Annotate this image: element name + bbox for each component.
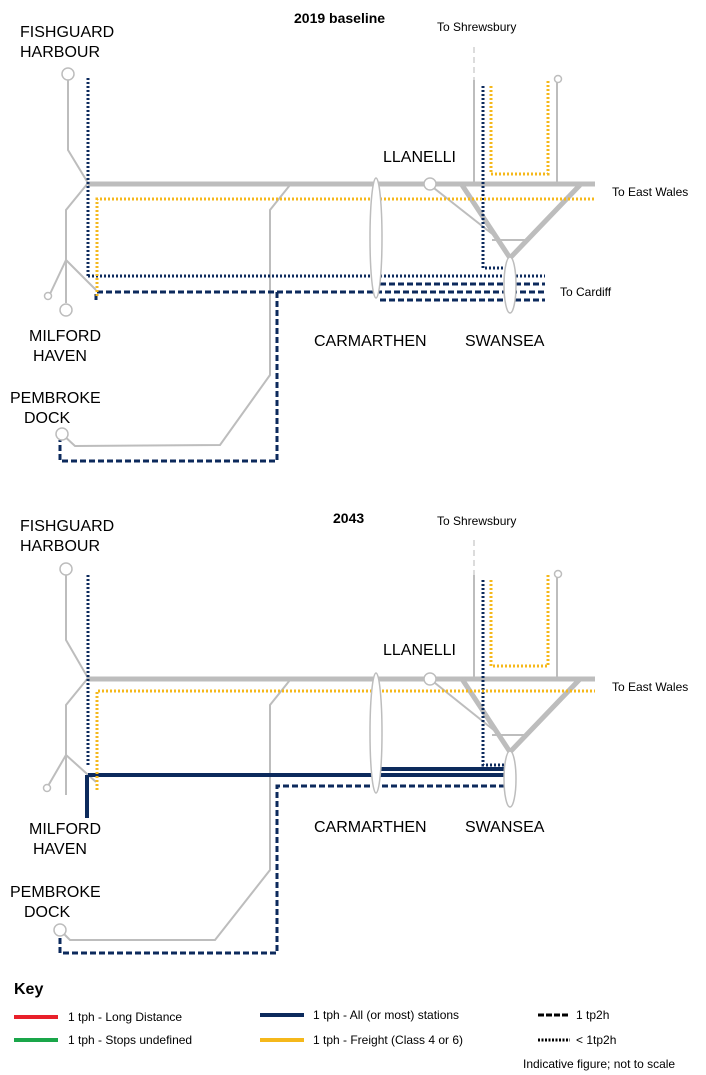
freight-main [95,689,595,790]
label-harbour: HARBOUR [20,44,100,61]
diagram-2019: 2019 baseline [10,10,688,463]
east-branch-station-icon [553,74,563,84]
legend: Key 1 tph - Long Distance 1 tph - Stops … [14,981,675,1071]
label-carmarthen: CARMARTHEN [314,333,427,350]
legend-stops-undefined-label: 1 tph - Stops undefined [68,1033,192,1047]
label-carmarthen: CARMARTHEN [314,819,427,836]
label-haven: HAVEN [33,841,87,858]
shrewsbury-service [481,86,505,270]
label-fishguard: FISHGUARD [20,24,114,41]
base-network [49,47,558,448]
milford-branch [65,182,89,303]
legend-note: Indicative figure; not to scale [523,1057,675,1071]
carmarthen-station-icon [369,177,383,299]
stations [42,562,563,937]
pembroke-station-icon [55,427,69,441]
pembroke-station-icon [53,923,67,937]
swansea-triangle [459,183,582,262]
label-to-cardiff: To Cardiff [560,285,612,299]
llanelli-station-icon [423,177,437,191]
swansea-junction-left [429,678,501,736]
shrewsbury-service [481,580,505,767]
neyland-station-icon [42,783,52,793]
pembroke-branch [61,184,291,448]
label-dock: DOCK [24,904,71,921]
swansea-junction-left [429,184,501,241]
carmarthen-station-icon [369,672,383,794]
label-haven: HAVEN [33,348,87,365]
neyland-branch [65,754,97,783]
label-fishguard: FISHGUARD [20,518,114,535]
label-to-east-wales: To East Wales [612,185,688,199]
milford-spur [49,259,67,295]
neyland-station-icon [43,291,53,301]
pembroke-service [58,784,505,955]
east-branch-station-icon [553,569,563,579]
all-stations-services [58,575,505,955]
legend-all-stations-label: 1 tph - All (or most) stations [313,1008,459,1022]
llanelli-station-icon [423,672,437,686]
label-swansea: SWANSEA [465,333,545,350]
label-swansea: SWANSEA [465,819,545,836]
milford-spur [47,754,67,787]
pembroke-branch [59,679,291,941]
diagram-title: 2019 baseline [294,10,385,26]
label-pembroke: PEMBROKE [10,884,101,901]
label-pembroke: PEMBROKE [10,390,101,407]
label-harbour: HARBOUR [20,538,100,555]
fishguard-station-icon [61,67,75,81]
base-network [47,540,558,941]
diagram-title: 2043 [333,510,364,526]
neyland-branch [65,259,97,291]
freight-services [95,575,595,790]
label-to-shrewsbury: To Shrewsbury [437,20,516,34]
freight-services [95,80,595,296]
legend-freight-label: 1 tph - Freight (Class 4 or 6) [313,1033,463,1047]
label-dock: DOCK [24,410,71,427]
freight-main [95,197,595,296]
freight-branch [489,80,550,176]
fishguard-branch [65,575,89,679]
freight-branch [489,575,550,668]
milford-station-icon [59,303,73,317]
legend-tp2h-label: 1 tp2h [576,1008,609,1022]
milford-service [94,290,545,300]
pembroke-service [58,292,279,463]
label-to-shrewsbury: To Shrewsbury [437,514,516,528]
label-llanelli: LLANELLI [383,642,456,659]
fishguard-station-icon [59,562,73,576]
fishguard-branch [67,80,89,184]
swansea-station-icon [503,256,517,314]
label-milford: MILFORD [29,328,101,345]
swansea-station-icon [503,750,517,808]
label-llanelli: LLANELLI [383,149,456,166]
label-to-east-wales: To East Wales [612,680,688,694]
legend-lt-tp2h-label: < 1tp2h [576,1033,616,1047]
stations [43,67,563,441]
milford-branch [65,677,89,795]
label-milford: MILFORD [29,821,101,838]
legend-title: Key [14,981,43,998]
all-stations-services [58,78,545,463]
diagram-2043: 2043 [10,510,688,955]
legend-long-distance-label: 1 tph - Long Distance [68,1010,182,1024]
